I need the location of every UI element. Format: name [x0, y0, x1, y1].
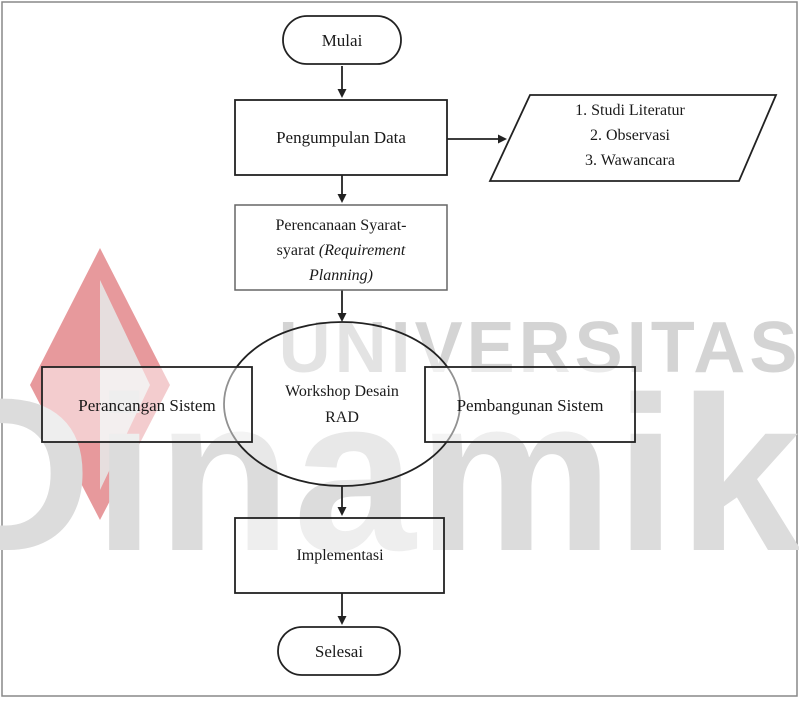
- system-build-label: Pembangunan Sistem: [457, 396, 604, 415]
- end-terminator: Selesai: [277, 626, 401, 676]
- data-collection-process: Pengumpulan Data: [234, 99, 448, 176]
- implementation-label: Implementasi: [296, 547, 384, 564]
- requirement-planning-line2-plain: syarat: [277, 242, 319, 259]
- requirement-planning-line1: Perencanaan Syarat-: [275, 217, 406, 234]
- end-shape: [277, 626, 401, 676]
- requirement-planning-process: Perencanaan Syarat- syarat (Requirement …: [234, 204, 448, 291]
- implementation-process: Implementasi: [234, 517, 445, 594]
- start-terminator: Mulai: [282, 15, 402, 65]
- start-shape: [282, 15, 402, 65]
- requirement-planning-line2-italic: (Requirement: [319, 242, 406, 259]
- data-collection-label: Pengumpulan Data: [276, 128, 406, 147]
- requirement-planning-line2: syarat (Requirement: [277, 242, 406, 259]
- data-methods-io: 1. Studi Literatur 2. Observasi 3. Wawan…: [488, 94, 778, 182]
- data-method-item: 2. Observasi: [590, 127, 671, 144]
- workshop-line1: Workshop Desain: [285, 383, 399, 400]
- system-build-shape: [424, 366, 636, 443]
- end-label: Selesai: [315, 642, 363, 661]
- system-build-process: Pembangunan Sistem: [424, 366, 636, 443]
- connectors: [337, 66, 507, 625]
- start-label: Mulai: [322, 31, 363, 50]
- data-method-item: 1. Studi Literatur: [575, 102, 685, 119]
- implementation-shape: [234, 517, 445, 594]
- system-design-label: Perancangan Sistem: [78, 396, 215, 415]
- system-design-shape: [41, 366, 253, 443]
- system-design-process: Perancangan Sistem: [41, 366, 253, 443]
- workshop-line2: RAD: [325, 409, 359, 426]
- data-methods-shape: [488, 94, 778, 182]
- data-collection-shape: [234, 99, 448, 176]
- requirement-planning-line3: Planning): [308, 267, 373, 284]
- requirement-planning-shape: [234, 204, 448, 291]
- data-method-item: 3. Wawancara: [585, 152, 675, 169]
- workshop-rad-cycle: Workshop Desain RAD: [223, 321, 461, 487]
